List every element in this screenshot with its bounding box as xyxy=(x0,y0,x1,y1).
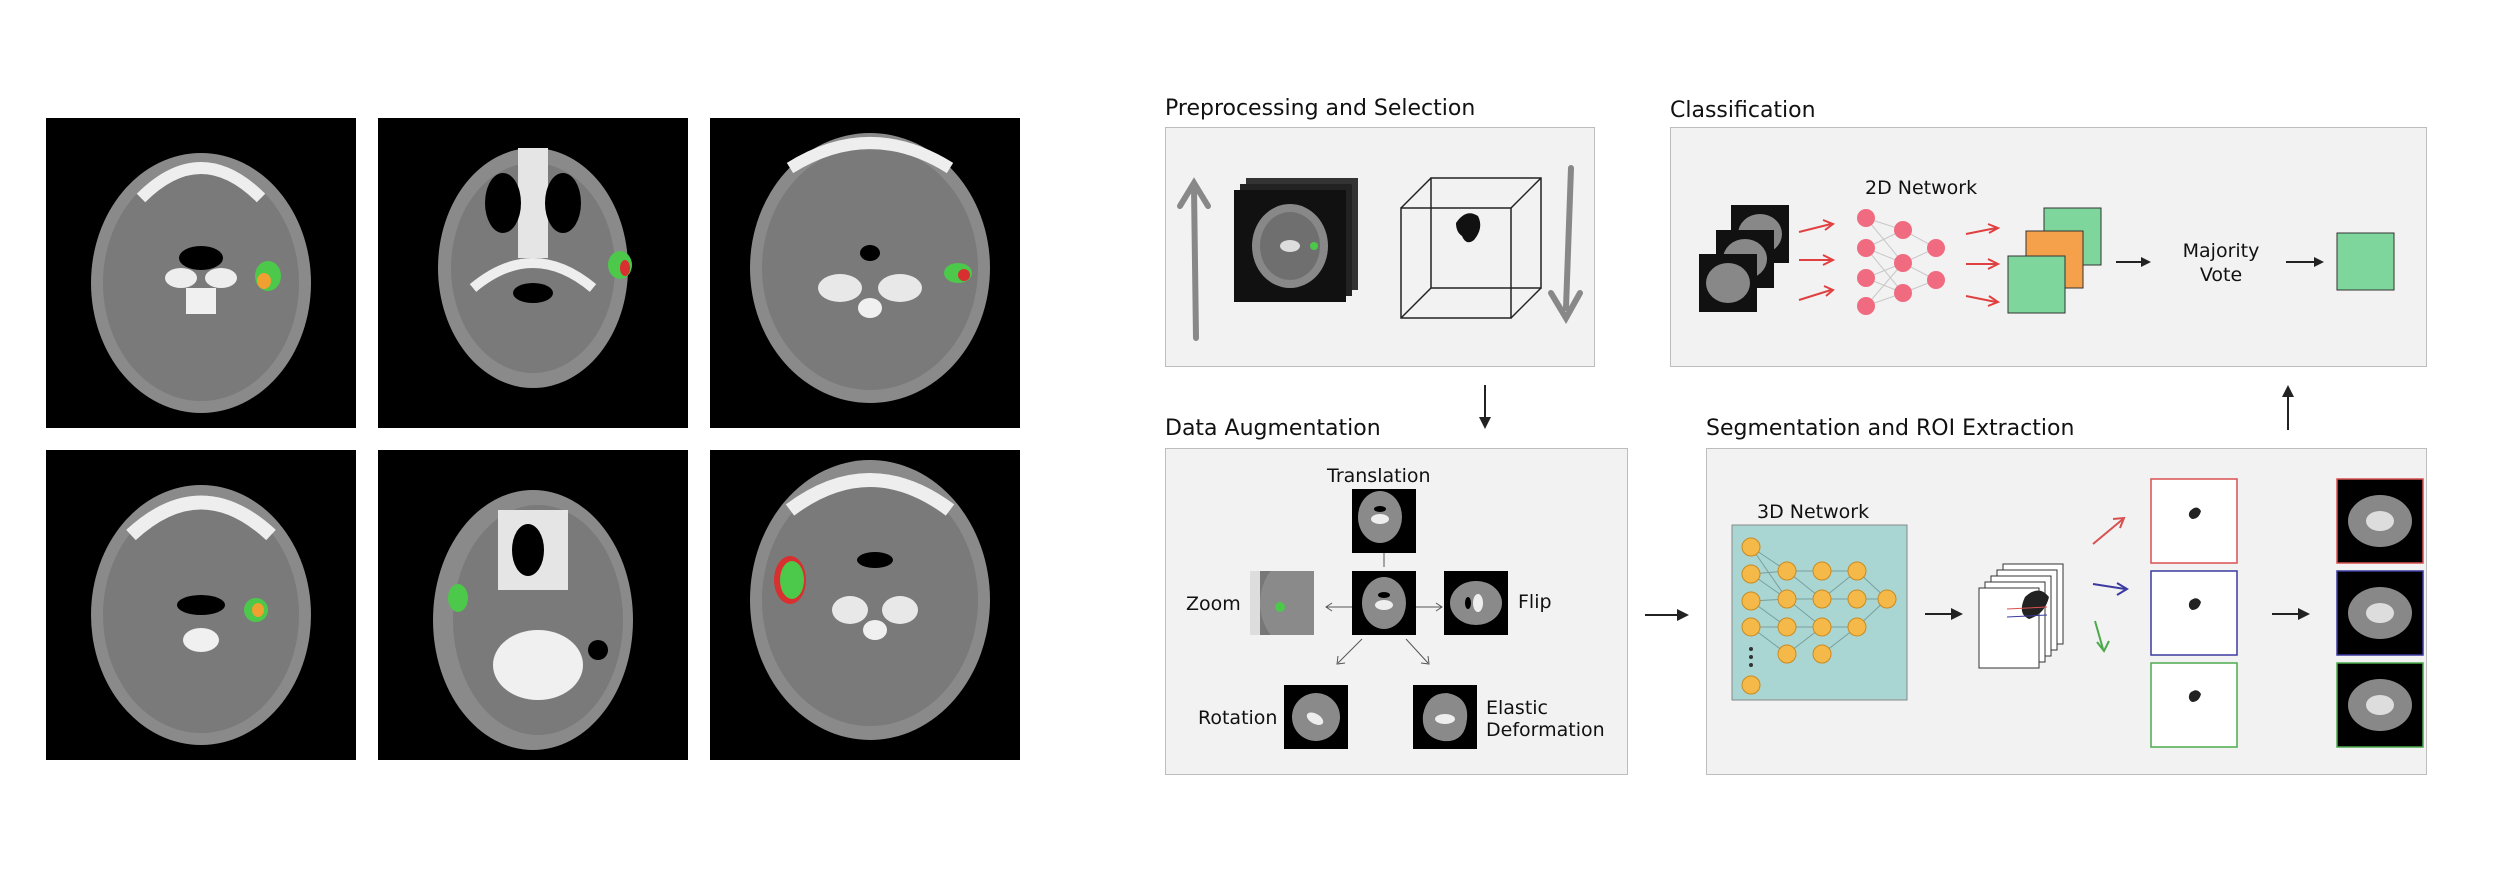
ct-image-1 xyxy=(46,118,356,428)
scroll-up-arrow xyxy=(1191,185,1199,341)
aug-thumb-zoom xyxy=(1250,571,1314,635)
ct-image-4 xyxy=(46,450,356,760)
aug-label-rotation: Rotation xyxy=(1198,707,1278,729)
aug-label-zoom: Zoom xyxy=(1186,593,1241,615)
aug-thumb-rotation xyxy=(1284,685,1348,749)
segmentation-title: Segmentation and ROI Extraction xyxy=(1706,416,2075,441)
augmentation-title: Data Augmentation xyxy=(1165,416,1381,441)
arrow-up xyxy=(2282,385,2294,430)
preprocessing-panel xyxy=(1165,127,1595,367)
augmentation-panel: Translation Zoom Flip Rotation Elastic D… xyxy=(1165,448,1628,775)
arrow-down-1 xyxy=(1479,385,1491,429)
scroll-down-arrow xyxy=(1563,165,1574,311)
majority-vote-label-1: Majority xyxy=(2182,240,2260,262)
ct-image-5 xyxy=(378,450,688,760)
ct-image-3 xyxy=(710,118,1020,428)
ct-image-2 xyxy=(378,118,688,428)
classification-title: Classification xyxy=(1670,98,1816,123)
classification-panel: 2D Network Majority Vote xyxy=(1670,127,2427,367)
aug-label-elastic-2: Deformation xyxy=(1486,719,1605,741)
segmentation-panel: 3D Network xyxy=(1706,448,2427,775)
segmentation-network-label: 3D Network xyxy=(1757,501,1870,523)
preprocessing-title: Preprocessing and Selection xyxy=(1165,96,1476,121)
arrow-right-1 xyxy=(1645,609,1689,621)
aug-label-flip: Flip xyxy=(1518,591,1552,613)
aug-thumb-flip xyxy=(1444,571,1508,635)
majority-vote-label-2: Vote xyxy=(2199,264,2243,286)
aug-label-elastic-1: Elastic xyxy=(1486,697,1549,719)
classification-network-label: 2D Network xyxy=(1865,177,1978,199)
aug-thumb-translation xyxy=(1352,489,1416,553)
aug-label-translation: Translation xyxy=(1327,465,1431,487)
aug-thumb-center xyxy=(1352,571,1416,635)
ct-image-6 xyxy=(710,450,1020,760)
aug-thumb-elastic xyxy=(1413,685,1477,749)
